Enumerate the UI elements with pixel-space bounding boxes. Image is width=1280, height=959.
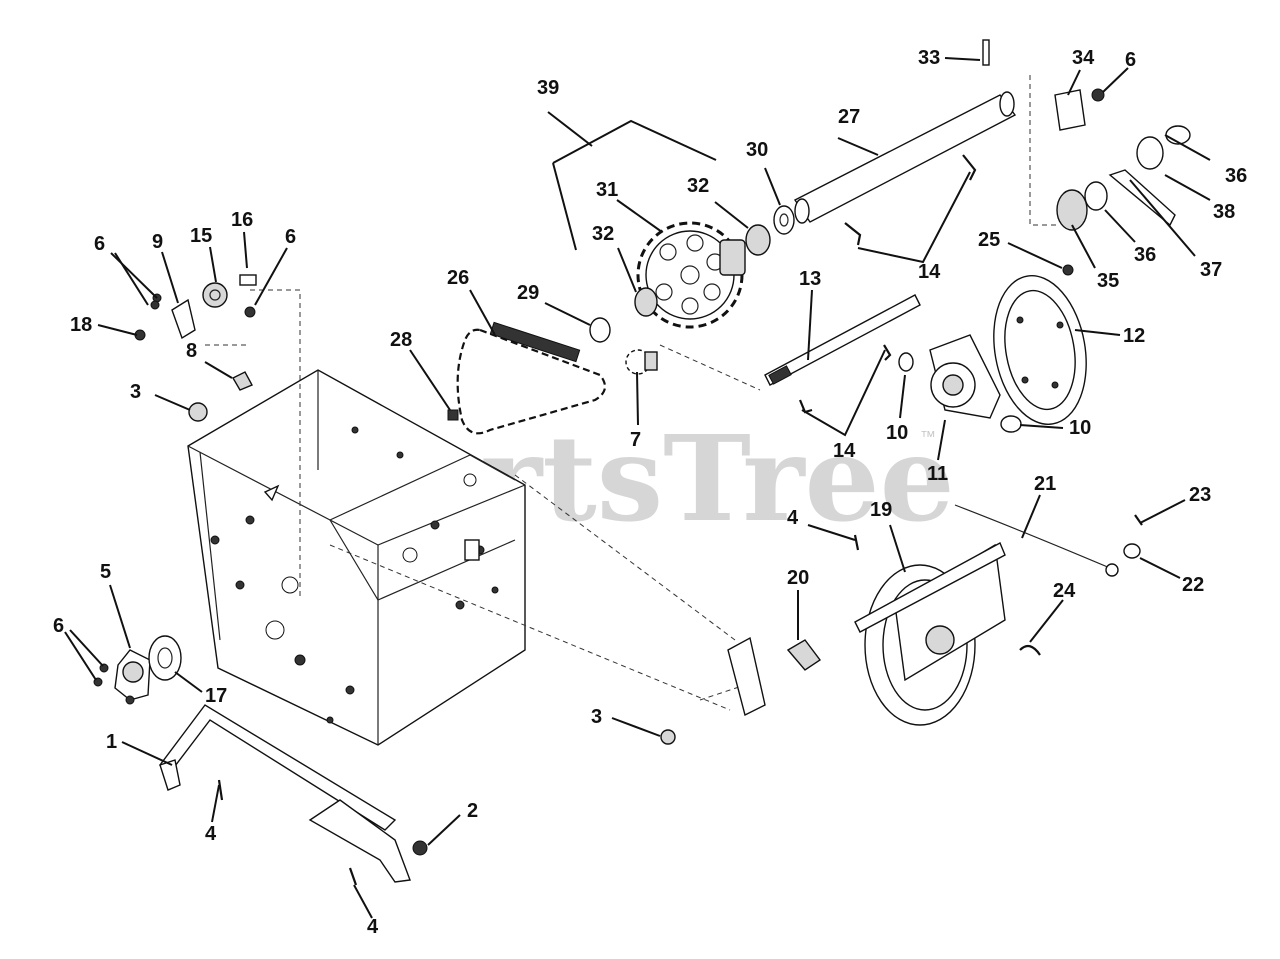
callout-27: 27 [838, 106, 860, 128]
cotter-pin [853, 534, 860, 551]
callout-19: 19 [870, 499, 892, 521]
callout-14: 14 [918, 261, 941, 283]
bushing [634, 287, 658, 317]
mounting-bracket [1054, 89, 1086, 131]
callout-14: 14 [833, 440, 856, 462]
adjuster-bracket [786, 639, 822, 671]
callout-28: 28 [390, 329, 412, 351]
callout-34: 34 [1072, 47, 1095, 69]
bearing-flange [171, 298, 196, 340]
callout-30: 30 [746, 139, 768, 161]
callout-26: 26 [447, 267, 469, 289]
callout-17: 17 [205, 685, 227, 707]
callout-10: 10 [1069, 417, 1091, 439]
callout-labels: 33 34 6 39 27 30 31 32 32 36 38 36 37 35… [53, 47, 1247, 938]
bushing [745, 224, 771, 256]
axle-shaft [793, 91, 1017, 224]
bearing-housing [929, 334, 1001, 419]
callout-21: 21 [1034, 473, 1056, 495]
callout-4: 4 [367, 916, 379, 938]
washer [1000, 415, 1022, 433]
callout-6: 6 [1125, 49, 1136, 71]
callout-22: 22 [1182, 574, 1204, 596]
hairpin-clip [883, 344, 892, 361]
callout-5: 5 [100, 561, 111, 583]
assembly-guide-lines [205, 75, 1060, 711]
nut [412, 840, 428, 856]
callout-33: 33 [918, 47, 940, 69]
washer [898, 352, 914, 372]
callout-25: 25 [978, 229, 1000, 251]
shift-lever [158, 704, 428, 886]
hex-nut [232, 371, 253, 391]
callout-1: 1 [106, 731, 117, 753]
roll-pin [982, 39, 990, 66]
callout-6: 6 [53, 615, 64, 637]
leader-lines [64, 57, 1211, 919]
idler-sprocket [625, 349, 658, 375]
callout-11: 11 [927, 463, 948, 485]
callout-20: 20 [787, 567, 809, 589]
callout-38: 38 [1213, 201, 1235, 223]
callout-3: 3 [130, 381, 141, 403]
washer [1084, 181, 1108, 211]
axle-bracket [727, 636, 766, 717]
drive-pulley-assembly [854, 542, 1006, 726]
callout-23: 23 [1189, 484, 1211, 506]
callout-10: 10 [886, 422, 908, 444]
frame-housing [187, 369, 526, 746]
bolt [660, 729, 676, 745]
callout-15: 15 [190, 225, 212, 247]
callout-4: 4 [787, 507, 799, 529]
flange-nut [188, 402, 208, 422]
lever-arm [1108, 169, 1176, 227]
callout-13: 13 [799, 268, 821, 290]
watermark-trademark: ™ [920, 429, 936, 446]
callout-16: 16 [231, 209, 253, 231]
callout-39: 39 [537, 77, 559, 99]
washer [1123, 543, 1141, 559]
torsion-spring [1136, 136, 1164, 170]
callout-7: 7 [630, 429, 641, 451]
friction-disc [993, 275, 1087, 425]
callout-29: 29 [517, 282, 539, 304]
bearing [202, 282, 228, 308]
callout-32: 32 [687, 175, 709, 197]
nut [1062, 264, 1074, 276]
callout-9: 9 [152, 231, 163, 253]
callout-3: 3 [591, 706, 602, 728]
callout-24: 24 [1053, 580, 1076, 602]
washer [773, 205, 795, 235]
spacer [589, 317, 611, 343]
callout-12: 12 [1123, 325, 1145, 347]
control-cable [954, 504, 1111, 569]
callout-6: 6 [285, 226, 296, 248]
hairpin-clip [962, 154, 977, 181]
callout-35: 35 [1097, 270, 1119, 292]
hex-shaft [764, 294, 921, 386]
callout-32: 32 [592, 223, 614, 245]
bolt [447, 409, 459, 421]
drive-sprocket [636, 221, 746, 329]
callout-36: 36 [1134, 244, 1156, 266]
callout-2: 2 [467, 800, 478, 822]
extension-spring [1019, 644, 1041, 656]
callout-36: 36 [1225, 165, 1247, 187]
callout-4: 4 [205, 823, 217, 845]
callout-8: 8 [186, 340, 197, 362]
callout-18: 18 [70, 314, 92, 336]
nut [1091, 88, 1105, 102]
callout-31: 31 [596, 179, 618, 201]
flange-bearing [93, 635, 182, 705]
callout-37: 37 [1200, 259, 1222, 281]
callout-6: 6 [94, 233, 105, 255]
hairpin-clip [844, 222, 862, 246]
carriage-bolt [239, 274, 257, 286]
hub-cap [1056, 189, 1088, 231]
